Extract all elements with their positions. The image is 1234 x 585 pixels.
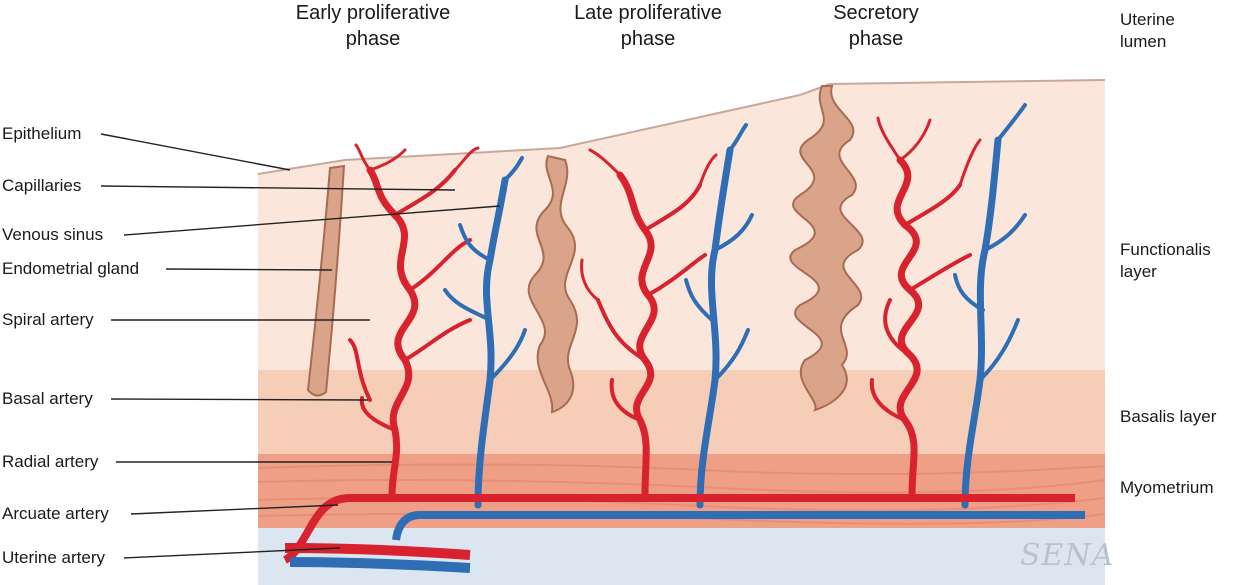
label-uterine-lumen-line1: Uterine (1120, 10, 1175, 29)
label-endometrial-gland: Endometrial gland (2, 259, 140, 278)
leader-lines (100, 133, 501, 559)
phase-early-label: Early proliferative phase (263, 0, 483, 52)
phase-secretory-label: Secretory phase (766, 0, 986, 52)
leader-endometrial-gland (165, 268, 333, 271)
leader-arcuate-artery (130, 504, 339, 515)
leader-venous-sinus (123, 205, 501, 236)
label-uterine-lumen: Uterine lumen (1120, 9, 1175, 53)
label-radial-artery: Radial artery (2, 452, 99, 471)
phase-late-line1: Late proliferative (574, 2, 722, 24)
label-functionalis-layer: Functionalis layer (1120, 239, 1211, 283)
label-arcuate-artery: Arcuate artery (2, 504, 109, 523)
leader-uterine-artery (123, 547, 341, 559)
arteries (348, 116, 982, 499)
epithelium-surface (257, 79, 1106, 175)
functionalis-layer (258, 80, 1105, 372)
veins (443, 103, 1027, 509)
label-basal-artery: Basal artery (2, 389, 93, 408)
leader-epithelium (100, 133, 291, 171)
label-uterine-lumen-line2: lumen (1120, 32, 1167, 51)
phase-late-line2: phase (620, 28, 676, 50)
label-epithelium: Epithelium (2, 124, 82, 143)
label-functionalis-line2: layer (1120, 262, 1157, 281)
arcuate-vein (392, 511, 1085, 541)
gland-early (306, 164, 346, 397)
uterine-base (258, 528, 1105, 585)
label-uterine-artery: Uterine artery (2, 548, 105, 567)
uterine-artery (284, 543, 471, 560)
phase-early-line1: Early proliferative (295, 2, 451, 24)
artist-signature: SENA (1020, 538, 1115, 573)
label-functionalis-line1: Functionalis (1120, 240, 1211, 259)
label-capillaries: Capillaries (2, 176, 82, 195)
leader-basal-artery (110, 398, 369, 401)
phase-late-label: Late proliferative phase (538, 0, 758, 52)
label-spiral-artery: Spiral artery (2, 310, 94, 329)
phase-secretory-line1: Secretory (833, 2, 919, 24)
label-basalis-layer: Basalis layer (1120, 407, 1217, 426)
leader-capillaries (100, 185, 456, 191)
label-myometrium: Myometrium (1120, 478, 1214, 497)
phase-secretory-line2: phase (848, 28, 904, 50)
uterine-vein (289, 557, 471, 573)
gland-late (527, 154, 578, 414)
gland-secretory (789, 85, 864, 412)
arcuate-artery (282, 494, 1075, 564)
label-venous-sinus: Venous sinus (2, 225, 104, 244)
phase-early-line2: phase (345, 28, 401, 50)
